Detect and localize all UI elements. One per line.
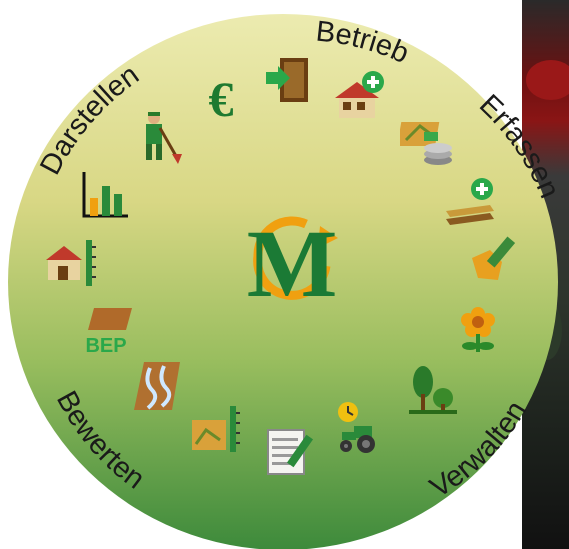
flower-icon[interactable]: [450, 300, 506, 356]
edit-field-icon[interactable]: [468, 228, 524, 284]
add-layer-icon[interactable]: [442, 175, 498, 231]
trees-icon[interactable]: [405, 362, 461, 418]
add-farm-icon[interactable]: [333, 70, 389, 126]
logo-letter: M: [247, 210, 338, 316]
farmer-digging-icon[interactable]: [130, 110, 186, 166]
app-logo[interactable]: M: [236, 196, 348, 317]
bep-field-icon[interactable]: BEP: [80, 300, 136, 356]
farm-chart-icon[interactable]: [44, 236, 100, 292]
bar-chart-icon[interactable]: [76, 168, 132, 224]
wheel-disc: [8, 14, 558, 549]
field-chart-icon[interactable]: [190, 400, 246, 456]
euro-icon[interactable]: €: [193, 70, 249, 126]
field-money-icon[interactable]: [400, 118, 456, 174]
bep-label: BEP: [85, 335, 126, 356]
exit-door-icon[interactable]: [262, 54, 318, 110]
edit-document-icon[interactable]: [262, 424, 318, 480]
erosion-field-icon[interactable]: [130, 358, 186, 414]
tractor-clock-icon[interactable]: [332, 400, 388, 456]
svg-text:€: €: [209, 71, 234, 126]
